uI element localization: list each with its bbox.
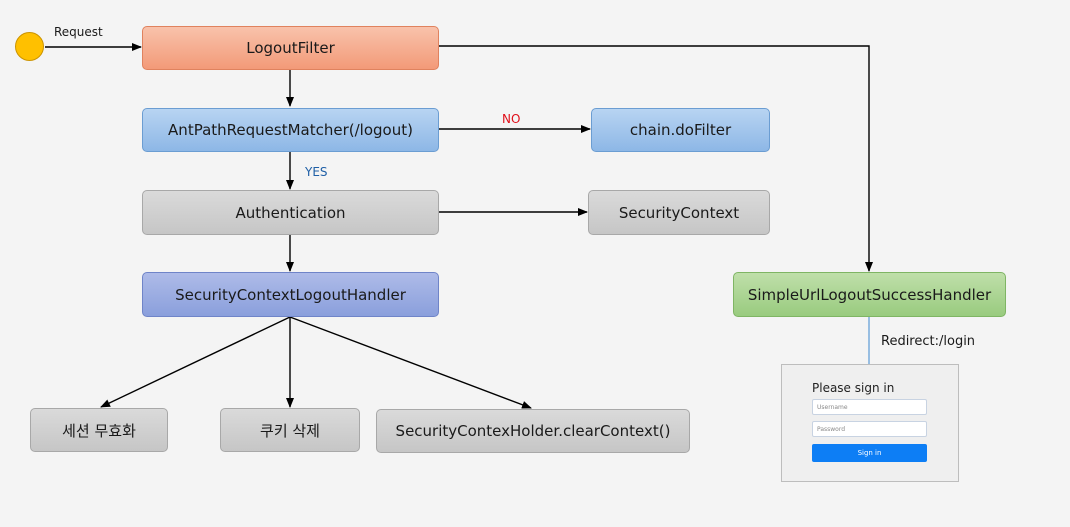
ant-path-request-matcher-node: AntPathRequestMatcher(/logout) <box>142 108 439 152</box>
security-context-node: SecurityContext <box>588 190 770 235</box>
simple-url-logout-success-handler-node: SimpleUrlLogoutSuccessHandler <box>733 272 1006 317</box>
logout-filter-node: LogoutFilter <box>142 26 439 70</box>
request-label: Request <box>54 25 103 39</box>
security-context-logout-handler-node: SecurityContextLogoutHandler <box>142 272 439 317</box>
filter-to-success-handler-arrow <box>438 45 873 272</box>
password-field: Password <box>812 421 927 437</box>
authentication-node: Authentication <box>142 190 439 235</box>
start-node <box>15 32 44 61</box>
login-title: Please sign in <box>812 381 895 395</box>
handler-to-clear-context-arrow <box>289 316 532 409</box>
cookie-delete-node: 쿠키 삭제 <box>220 408 360 452</box>
session-invalidate-node: 세션 무효화 <box>30 408 168 452</box>
login-page-thumbnail: Please sign in Username Password Sign in <box>781 364 959 482</box>
no-label: NO <box>502 112 521 126</box>
redirect-label: Redirect:/login <box>881 334 976 349</box>
clear-context-node: SecurityContexHolder.clearContext() <box>376 409 690 453</box>
sign-in-button: Sign in <box>812 444 927 462</box>
username-field: Username <box>812 399 927 415</box>
handler-to-session-arrow <box>100 316 291 408</box>
chain-do-filter-node: chain.doFilter <box>591 108 770 152</box>
yes-label: YES <box>305 165 328 179</box>
